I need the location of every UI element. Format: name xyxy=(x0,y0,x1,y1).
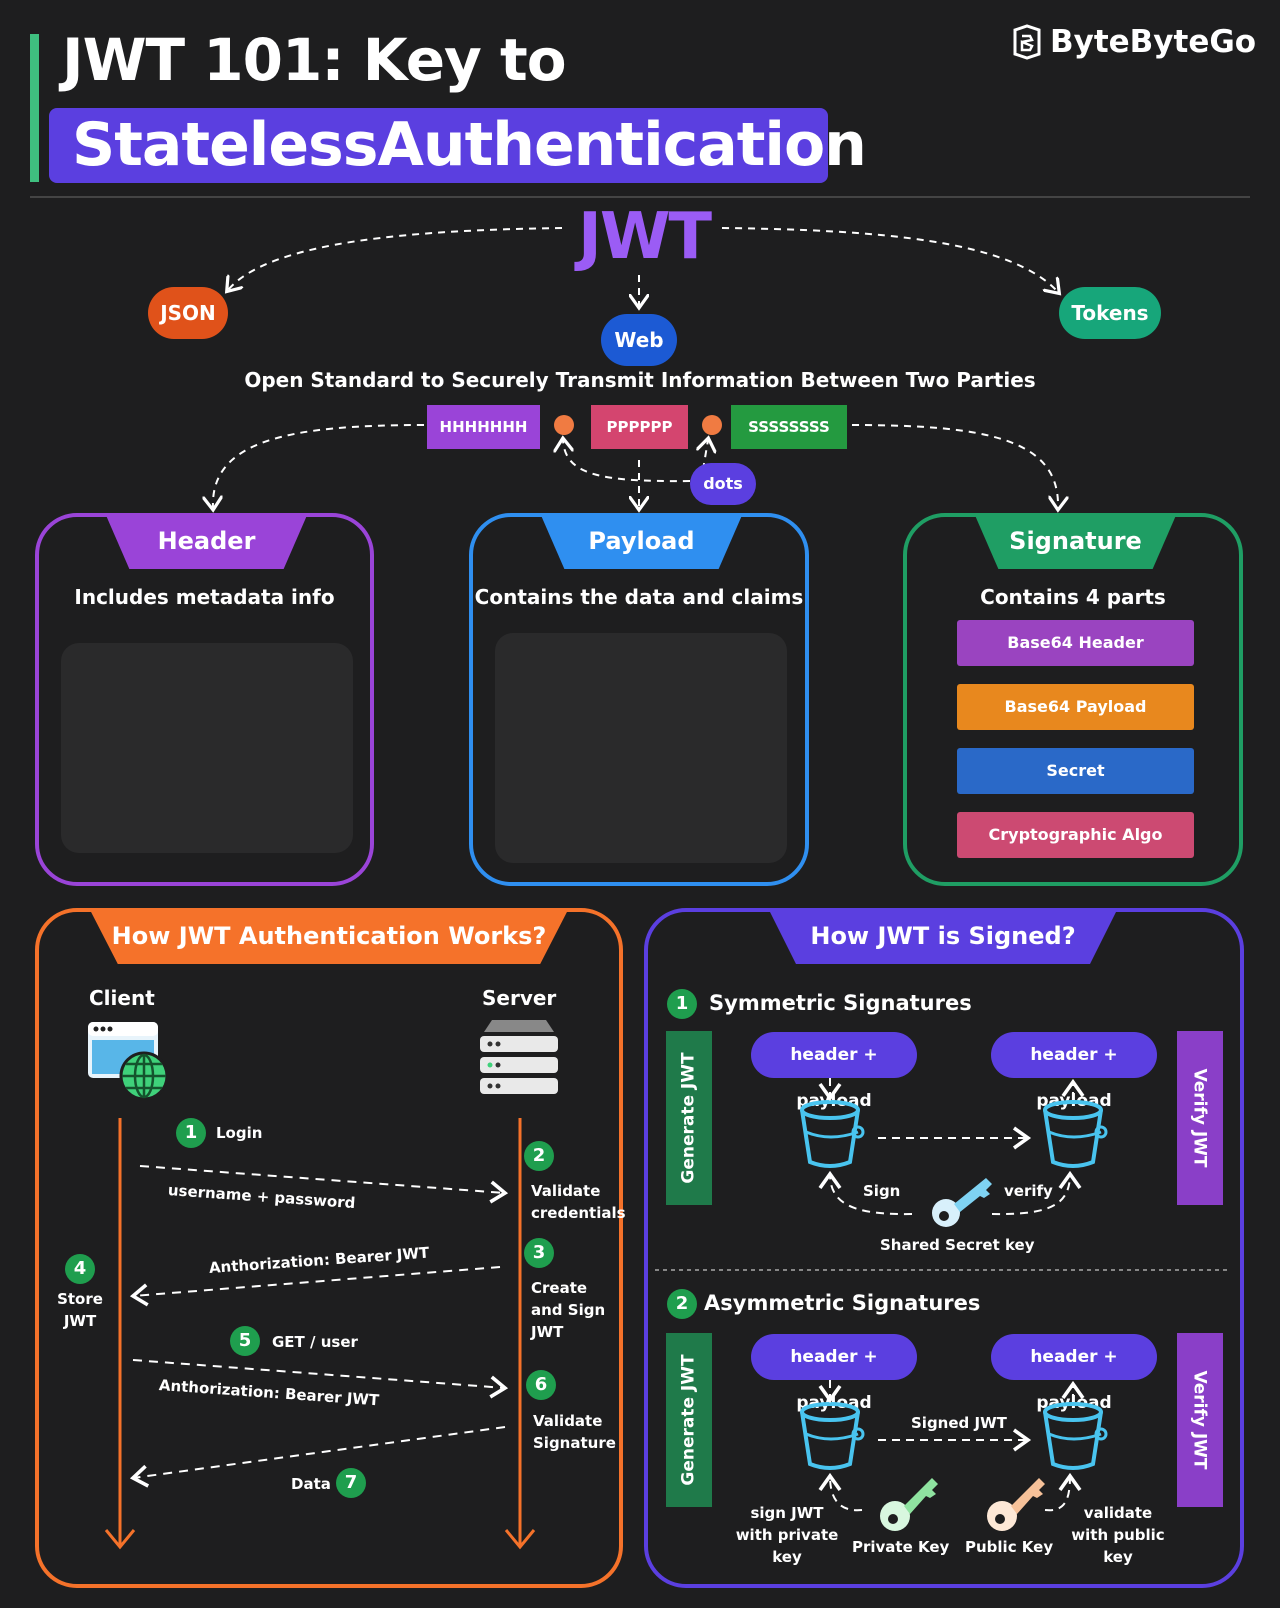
step-5-label: GET / user xyxy=(272,1333,358,1351)
private-key-icon xyxy=(880,1478,938,1531)
title-highlight xyxy=(49,108,828,183)
json-pill: JSON xyxy=(148,287,228,339)
jwt-definition: Open Standard to Securely Transmit Infor… xyxy=(244,368,1036,392)
asymmetric-hp-left: header + payload xyxy=(751,1334,917,1413)
step-4-label: Store JWT xyxy=(57,1290,103,1330)
shared-secret-key-icon xyxy=(932,1178,992,1227)
step-3-badge: 3 xyxy=(524,1238,554,1268)
web-pill: Web xyxy=(601,314,677,366)
token-header-part: HHHHHHH xyxy=(427,405,540,449)
asymmetric-verify-bar: Verify JWT xyxy=(1177,1333,1223,1507)
auth-flow-title: How JWT Authentication Works? xyxy=(89,908,569,964)
sign-with-private-key-label: sign JWT with private key xyxy=(735,1504,839,1566)
symmetric-badge: 1 xyxy=(667,989,697,1019)
signing-diagram xyxy=(655,1078,1230,1531)
payload-panel: Payload Contains the data and claims xyxy=(469,513,809,886)
sig-part-secret: Secret xyxy=(957,748,1194,794)
token-dot-1 xyxy=(554,415,574,435)
validate-with-public-key-label: validate with public key xyxy=(1071,1504,1165,1566)
tokens-pill: Tokens xyxy=(1059,287,1161,339)
sign-label: Sign xyxy=(863,1182,901,1200)
signature-panel-desc: Contains 4 parts xyxy=(980,585,1166,609)
title-divider xyxy=(30,196,1250,198)
symmetric-title: Symmetric Signatures xyxy=(709,991,972,1015)
step-3-label: Create and Sign JWT xyxy=(531,1279,606,1341)
title-line-2: StatelessAuthentication xyxy=(72,110,867,180)
header-panel-title: Header xyxy=(105,513,308,569)
sig-part-base64-payload: Base64 Payload xyxy=(957,684,1194,730)
shared-secret-key-label: Shared Secret key xyxy=(880,1236,1035,1254)
header-panel-content xyxy=(61,643,353,853)
brand-logo: ByteByteGo xyxy=(1012,24,1256,60)
token-dot-2 xyxy=(702,415,722,435)
step-4-badge: 4 xyxy=(65,1254,95,1284)
asymmetric-title: Asymmetric Signatures xyxy=(704,1291,981,1315)
public-key-label: Public Key xyxy=(965,1538,1054,1556)
header-panel-desc: Includes metadata info xyxy=(74,585,335,609)
asymmetric-generate-bar: Generate JWT xyxy=(666,1333,712,1507)
step-2-label: Validate credentials xyxy=(531,1182,626,1222)
auth-flow-arrows xyxy=(104,1118,536,1550)
signing-title: How JWT is Signed? xyxy=(768,908,1118,964)
step-6-badge: 6 xyxy=(526,1370,556,1400)
symmetric-verify-bar: Verify JWT xyxy=(1177,1031,1223,1205)
private-key-label: Private Key xyxy=(852,1538,950,1556)
sig-part-crypto-algo: Cryptographic Algo xyxy=(957,812,1194,858)
token-signature-part: SSSSSSSS xyxy=(731,405,847,449)
step-5-badge: 5 xyxy=(230,1326,260,1356)
client-browser-icon xyxy=(88,1022,169,1101)
client-label: Client xyxy=(89,986,155,1010)
signed-jwt-label: Signed JWT xyxy=(911,1414,1007,1432)
jwt-acronym: JWT xyxy=(578,200,712,274)
token-payload-part: PPPPPP xyxy=(591,405,688,449)
step-7-label: Data xyxy=(291,1475,331,1493)
server-rack-icon xyxy=(480,1020,558,1094)
payload-panel-content xyxy=(495,633,787,863)
symmetric-generate-bar: Generate JWT xyxy=(666,1031,712,1205)
sig-part-base64-header: Base64 Header xyxy=(957,620,1194,666)
bytebytego-icon xyxy=(1013,24,1041,60)
asymmetric-badge: 2 xyxy=(667,1289,697,1319)
brand-name: ByteByteGo xyxy=(1050,24,1257,60)
payload-panel-title: Payload xyxy=(540,513,743,569)
step-6-label: Validate Signature xyxy=(533,1412,616,1452)
public-key-icon xyxy=(987,1478,1045,1531)
step-7-badge: 7 xyxy=(336,1468,366,1498)
signature-panel-title: Signature xyxy=(974,513,1177,569)
payload-panel-desc: Contains the data and claims xyxy=(474,585,804,609)
verify-label: verify xyxy=(1004,1182,1053,1200)
step-1-badge: 1 xyxy=(176,1118,206,1148)
server-label: Server xyxy=(482,986,557,1010)
title-line-1: JWT 101: Key to xyxy=(62,26,567,94)
signing-panel: How JWT is Signed? xyxy=(644,908,1244,1588)
dots-label: dots xyxy=(690,463,756,505)
header-panel: Header Includes metadata info xyxy=(35,513,374,886)
title-accent-bar xyxy=(30,34,39,182)
step-1-label: Login xyxy=(216,1124,263,1142)
step-2-badge: 2 xyxy=(524,1141,554,1171)
